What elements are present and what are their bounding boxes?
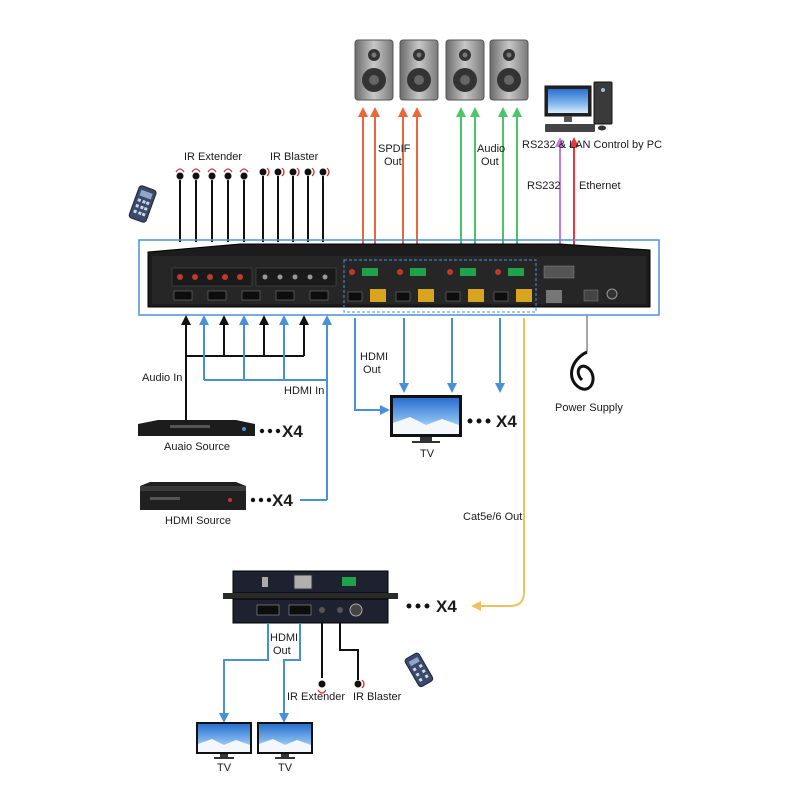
receiver-multiplier: X4	[436, 597, 457, 616]
label-power-supply: Power Supply	[555, 402, 623, 414]
receiver-more-dots	[406, 603, 430, 609]
ir-blaster-probes	[259, 167, 330, 242]
power-supply-icon	[570, 315, 595, 391]
rx-remote-control-icon	[404, 652, 434, 688]
audio-out-lines	[456, 107, 522, 250]
label-ir-blaster: IR Blaster	[270, 151, 319, 163]
ir-extender-probes	[175, 168, 249, 242]
hdmi-source-device	[140, 482, 246, 510]
rx-ir-lines	[321, 623, 359, 680]
hdmi-in-lines	[199, 315, 332, 501]
label-audio-out-line1: Audio	[477, 143, 505, 155]
spdif-out-lines	[358, 107, 422, 250]
speaker-icon	[399, 39, 439, 101]
speaker-icon	[489, 39, 529, 101]
label-spdif-out-line2: Out	[384, 156, 402, 168]
label-ir-extender: IR Extender	[184, 151, 242, 163]
label-rx-ir-extender: IR Extender	[287, 691, 345, 703]
label-hdmi-out-line2: Out	[363, 364, 381, 376]
speaker-icon	[445, 39, 485, 101]
tv-more-dots	[467, 418, 491, 424]
label-rs232: RS232	[527, 180, 561, 192]
cat-out-line	[471, 318, 525, 611]
tv-icon	[390, 395, 462, 443]
hdmi-source-more-dots	[250, 497, 272, 503]
hdmi-source-multiplier: X4	[272, 491, 293, 510]
label-audio-out-line2: Out	[481, 156, 499, 168]
label-audio-source: Auaio Source	[164, 441, 230, 453]
label-hdmi-in: HDMI In	[284, 385, 324, 397]
speaker-icons	[354, 39, 529, 101]
label-pc-control: RS232 & LAN Control by PC	[522, 139, 662, 151]
label-audio-in: Audio In	[142, 372, 182, 384]
audio-source-more-dots	[259, 428, 281, 434]
label-ethernet: Ethernet	[579, 180, 621, 192]
label-cat-out: Cat5e/6 Out	[463, 511, 522, 523]
tv-icon	[257, 722, 313, 759]
label-hdmi-source: HDMI Source	[165, 515, 231, 527]
label-spdif-out-line1: SPDIF	[378, 143, 411, 155]
label-rx-ir-blaster: IR Blaster	[353, 691, 402, 703]
label-tv-right: TV	[278, 762, 293, 774]
hdmi-out-lines	[354, 318, 505, 415]
label-tv-left: TV	[217, 762, 232, 774]
rx-ir-extender-icon	[317, 680, 327, 694]
label-rx-hdmi-out-line1: HDMI	[270, 632, 298, 644]
tv-icon	[196, 722, 252, 759]
remote-control-icon	[128, 185, 157, 223]
pc-icon	[544, 81, 613, 132]
speaker-icon	[354, 39, 394, 101]
label-rx-hdmi-out-line2: Out	[273, 645, 291, 657]
tv-multiplier: X4	[496, 412, 517, 431]
matrix-frame	[138, 239, 660, 316]
matrix-switch-unit	[147, 243, 651, 313]
audio-source-multiplier: X4	[282, 422, 303, 441]
rx-ir-blaster-icon	[354, 679, 365, 689]
receiver-unit	[223, 570, 398, 624]
label-hdmi-out-line1: HDMI	[360, 351, 388, 363]
rx-hdmi-out-lines	[219, 623, 301, 723]
label-tv-main: TV	[420, 448, 435, 460]
audio-source-device	[138, 420, 255, 436]
